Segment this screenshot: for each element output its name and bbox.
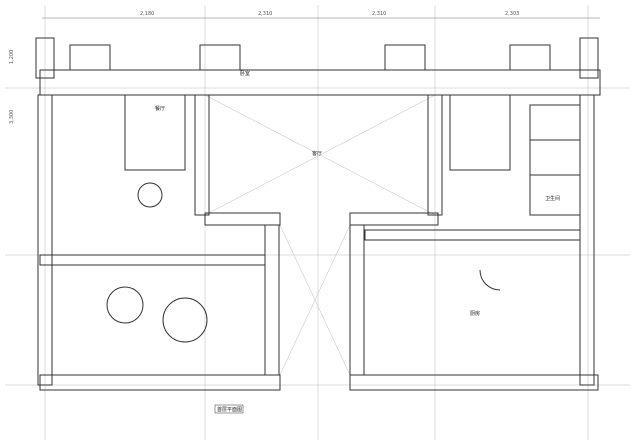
room-label-dining: 餐厅 (155, 105, 165, 112)
walls (35, 37, 601, 391)
top-dimension-4: 2,303 (505, 11, 519, 17)
left-dimension-1: 1,200 (9, 50, 15, 64)
diagonal-void-lines (204, 94, 436, 376)
room-label-bedroom: 卧室 (240, 70, 250, 77)
left-dimension-2: 3,300 (9, 110, 15, 124)
title-box (214, 404, 244, 414)
top-dimension-2: 2,310 (258, 11, 272, 17)
top-dimension-3: 2,310 (372, 11, 386, 17)
drawing-title: 首层平面图 (217, 406, 242, 413)
room-label-living: 客厅 (312, 150, 322, 157)
room-label-kitchen: 厨房 (470, 310, 480, 317)
top-dimension-1: 2,180 (140, 11, 154, 17)
room-label-bathroom: 卫生间 (545, 195, 560, 202)
